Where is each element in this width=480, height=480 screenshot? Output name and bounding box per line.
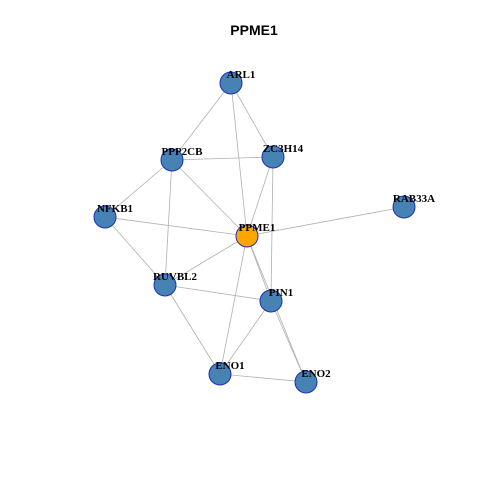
node-label-ppp2cb: PPP2CB (162, 146, 204, 158)
edge-arl1-zc3h14 (230, 82, 274, 158)
edge-ppme1-ruvbl2 (164, 235, 248, 286)
node-label-pin1: PIN1 (269, 287, 293, 299)
edge-pin1-eno1 (219, 300, 272, 375)
edge-zc3h14-ppme1 (246, 156, 274, 237)
edge-ruvbl2-eno1 (164, 284, 221, 375)
node-rab33a: RAB33A (392, 193, 435, 219)
node-label-rab33a: RAB33A (393, 193, 435, 205)
edge-ruvbl2-pin1 (164, 284, 272, 302)
node-eno1: ENO1 (208, 360, 245, 386)
edge-pin1-eno2 (270, 300, 307, 383)
edge-ppp2cb-ppme1 (171, 159, 248, 237)
node-zc3h14: ZC3H14 (261, 143, 304, 169)
node-circle-ppp2cb (160, 148, 184, 172)
node-label-nfkb1: NFKB1 (97, 203, 133, 215)
diagram-title: PPME1 (230, 22, 278, 38)
node-ppme1: PPME1 (235, 222, 276, 248)
edge-nfkb1-ruvbl2 (104, 216, 166, 286)
edge-ppp2cb-zc3h14 (171, 156, 274, 161)
edge-eno1-eno2 (219, 373, 307, 383)
node-ppp2cb: PPP2CB (160, 146, 204, 172)
node-label-eno1: ENO1 (215, 360, 244, 372)
edge-arl1-ppp2cb (171, 82, 232, 161)
edge-ppp2cb-nfkb1 (104, 159, 173, 218)
node-circle-eno1 (208, 362, 232, 386)
node-circle-arl1 (219, 71, 243, 95)
node-circle-eno2 (294, 370, 318, 394)
node-circle-zc3h14 (261, 145, 285, 169)
node-circle-rab33a (392, 195, 416, 219)
node-circle-pin1 (259, 289, 283, 313)
node-pin1: PIN1 (259, 287, 293, 313)
node-label-ppme1: PPME1 (239, 222, 276, 234)
edge-zc3h14-pin1 (270, 156, 274, 302)
node-circle-nfkb1 (93, 205, 117, 229)
node-eno2: ENO2 (294, 368, 331, 394)
node-label-zc3h14: ZC3H14 (263, 143, 304, 155)
edge-ppme1-eno1 (219, 235, 248, 375)
edge-nfkb1-ppme1 (104, 216, 248, 237)
edge-arl1-ppme1 (230, 82, 248, 237)
edge-rab33a-ppme1 (246, 206, 405, 237)
edge-layer (104, 82, 405, 383)
edge-ppp2cb-ruvbl2 (164, 159, 173, 286)
node-nfkb1: NFKB1 (93, 203, 133, 229)
node-circle-ruvbl2 (153, 273, 177, 297)
node-label-ruvbl2: RUVBL2 (153, 271, 198, 283)
node-label-arl1: ARL1 (227, 69, 256, 81)
node-circle-ppme1 (235, 224, 259, 248)
node-arl1: ARL1 (219, 69, 256, 95)
node-label-eno2: ENO2 (301, 368, 331, 380)
node-ruvbl2: RUVBL2 (153, 271, 198, 297)
